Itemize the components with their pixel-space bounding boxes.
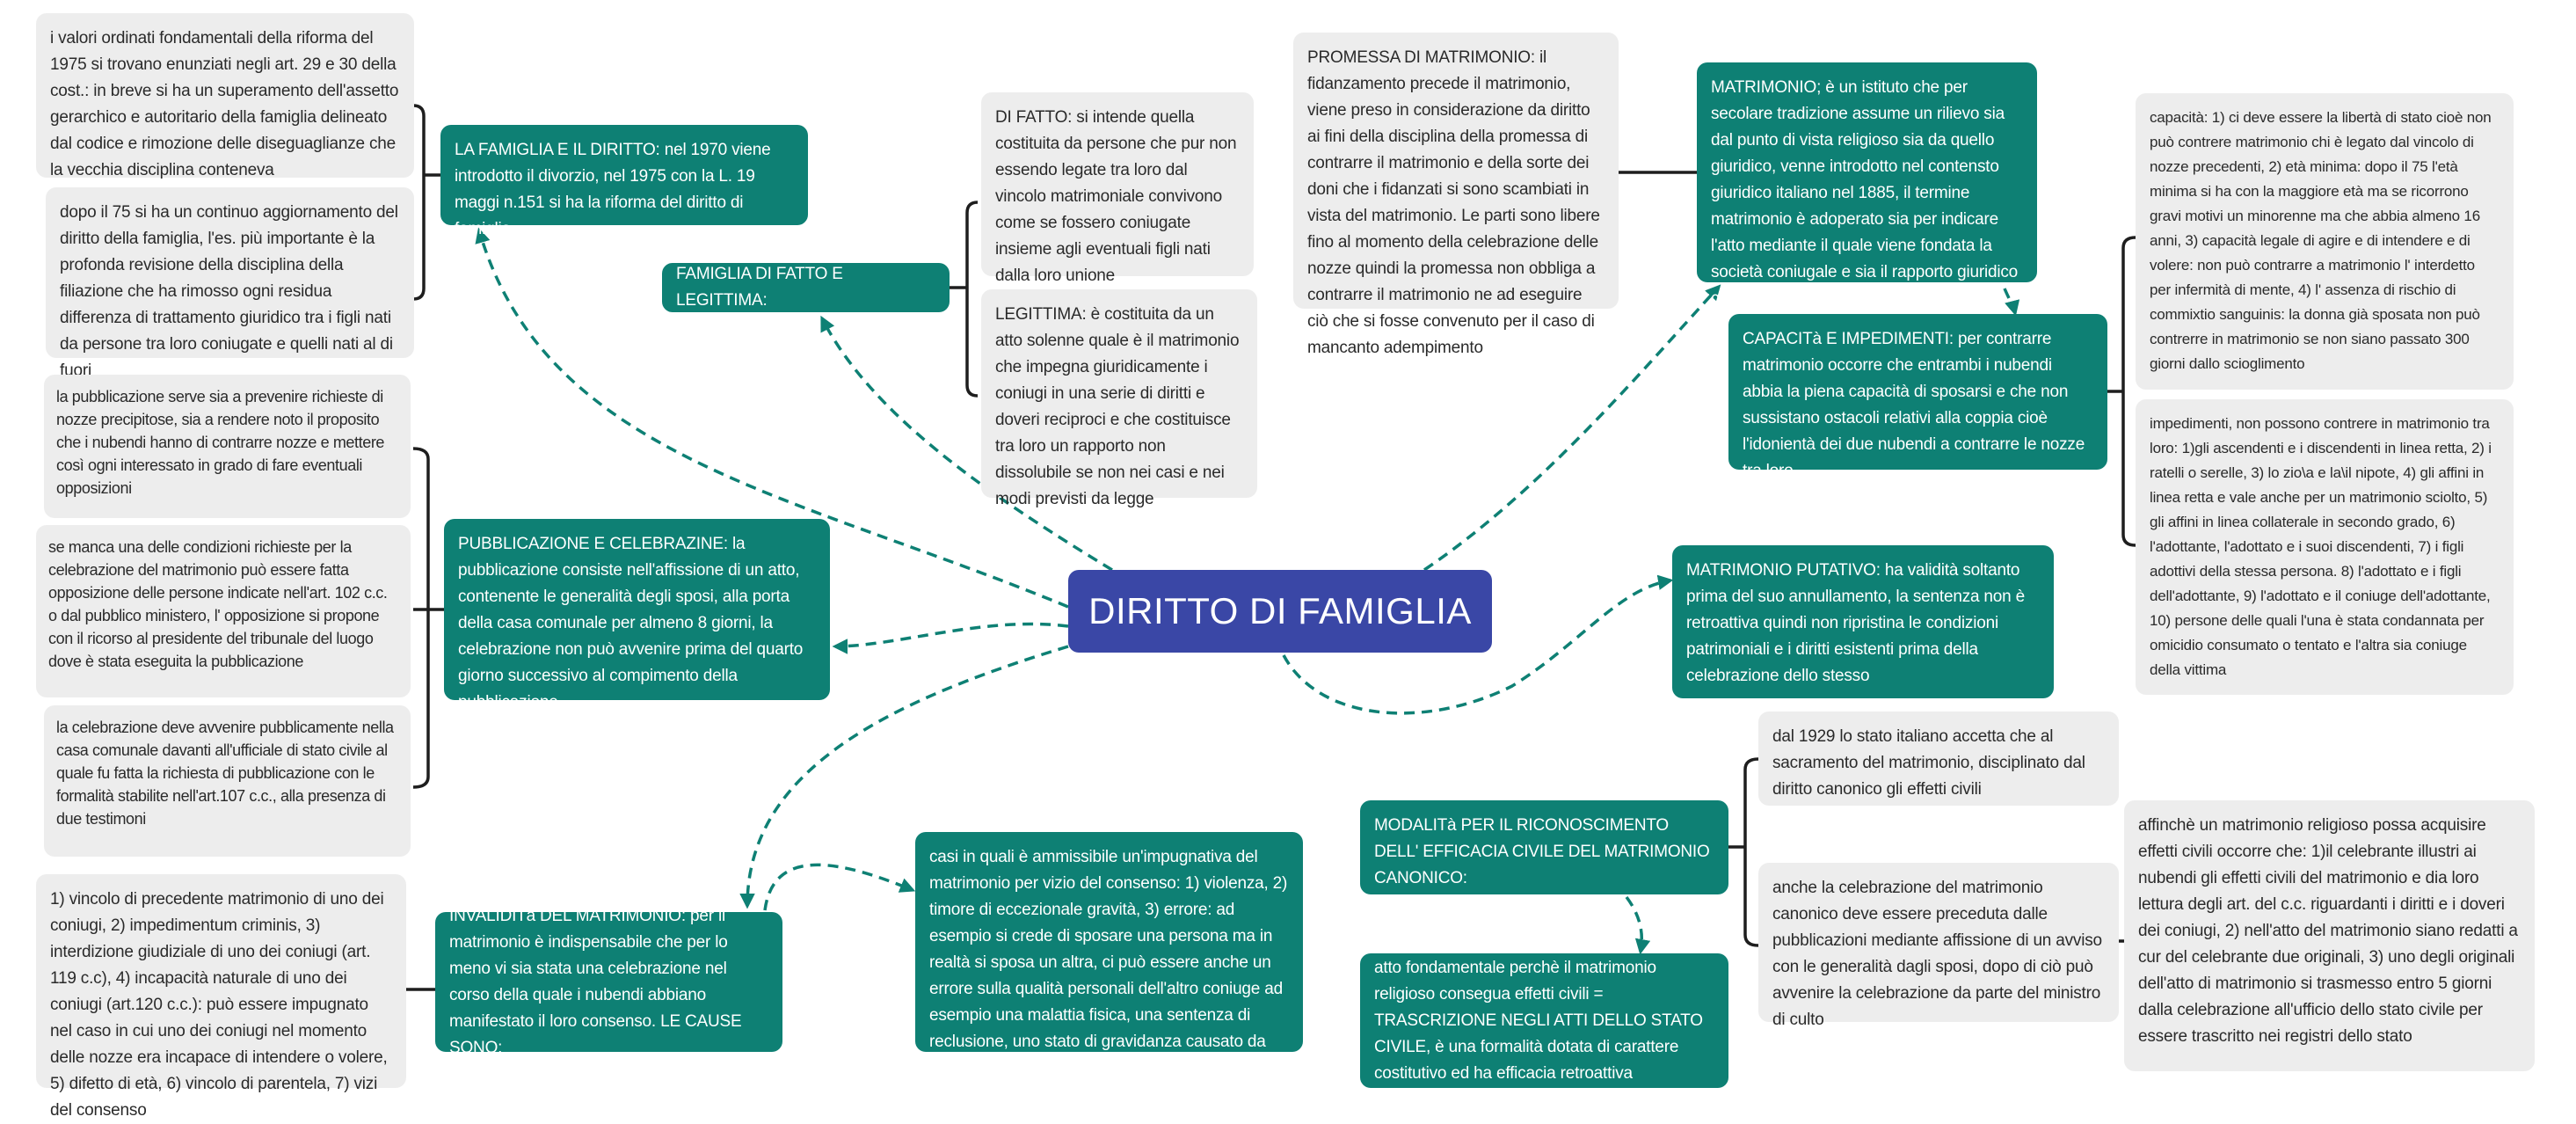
- famiglia-fatto-node[interactable]: FAMIGLIA DI FATTO E LEGITTIMA:: [662, 263, 950, 312]
- impedimenti-note[interactable]: impedimenti, non possono contrere in mat…: [2136, 399, 2514, 695]
- link-center-pubblicazione: [832, 622, 1069, 654]
- bracket-modalita: [1728, 757, 1759, 947]
- famiglia-diritto-node[interactable]: LA FAMIGLIA E IL DIRITTO: nel 1970 viene…: [440, 125, 808, 238]
- invalidita-text: INVALIDITà DEL MATRIMONIO: per il matrim…: [449, 906, 742, 1057]
- bracket-famiglia-fatto: [950, 201, 979, 398]
- promessa-matrimonio-note[interactable]: PROMESSA DI MATRIMONIO: il fidanzamento …: [1293, 33, 1619, 357]
- bracket-capacita: [2107, 236, 2136, 547]
- di-fatto-note[interactable]: DI FATTO: si intende quella costituita d…: [981, 92, 1254, 285]
- pubblicazione-scopo-note[interactable]: la pubblicazione serve sia a prevenire r…: [44, 375, 411, 518]
- modalita-node[interactable]: MODALITà PER IL RICONOSCIMENTO DELL' EFF…: [1360, 800, 1728, 894]
- capacita-impedimenti-node[interactable]: CAPACITà E IMPEDIMENTI: per contrarre ma…: [1728, 314, 2107, 480]
- link-invalidita-vizi: [763, 863, 916, 911]
- legittima-note[interactable]: LEGITTIMA: è costituita da un atto solen…: [981, 289, 1257, 508]
- trascrizione-text: atto fondamentale perchè il matrimonio r…: [1374, 958, 1703, 1083]
- capacita-note[interactable]: capacità: 1) ci deve essere la libertà d…: [2136, 93, 2514, 390]
- putativo-node[interactable]: MATRIMONIO PUTATIVO: ha validità soltant…: [1672, 545, 2054, 698]
- affinche-note[interactable]: affinchè un matrimonio religioso possa a…: [2124, 800, 2535, 1071]
- riforma-1975-note[interactable]: i valori ordinati fondamentali della rif…: [36, 13, 414, 179]
- bracket-famiglia-diritto: [412, 104, 440, 301]
- celebrazione-note[interactable]: la celebrazione deve avvenire pubblicame…: [44, 705, 411, 857]
- famiglia-fatto-label: FAMIGLIA DI FATTO E LEGITTIMA:: [676, 265, 843, 310]
- invalidita-node[interactable]: INVALIDITà DEL MATRIMONIO: per il matrim…: [435, 907, 782, 1057]
- vizi-consenso-node[interactable]: casi in quali è ammissibile un'impugnati…: [915, 832, 1303, 1077]
- pubblicazioni-canoniche-note[interactable]: anche la celebrazione del matrimonio can…: [1758, 863, 2119, 1029]
- link-matrimonio-capacita: [2003, 288, 2020, 317]
- cause-invalidita-note[interactable]: 1) vincolo di precedente matrimonio di u…: [36, 874, 406, 1120]
- bracket-pubblicazione: [412, 447, 444, 789]
- central-topic[interactable]: DIRITTO DI FAMIGLIA: [1068, 570, 1492, 653]
- pubblicazione-node[interactable]: PUBBLICAZIONE E CELEBRAZINE: la pubblica…: [444, 519, 830, 712]
- trascrizione-node[interactable]: atto fondamentale perchè il matrimonio r…: [1360, 953, 1728, 1088]
- aggiornamento-note[interactable]: dopo il 75 si ha un continuo aggiornamen…: [46, 187, 414, 380]
- central-topic-title: DIRITTO DI FAMIGLIA: [1088, 590, 1472, 631]
- link-modalita-atto: [1625, 895, 1651, 955]
- dal-1929-note[interactable]: dal 1929 lo stato italiano accetta che a…: [1758, 712, 2119, 806]
- matrimonio-node[interactable]: MATRIMONIO; è un istituto che per secola…: [1697, 62, 2037, 308]
- opposizione-note[interactable]: se manca una delle condizioni richieste …: [36, 525, 411, 697]
